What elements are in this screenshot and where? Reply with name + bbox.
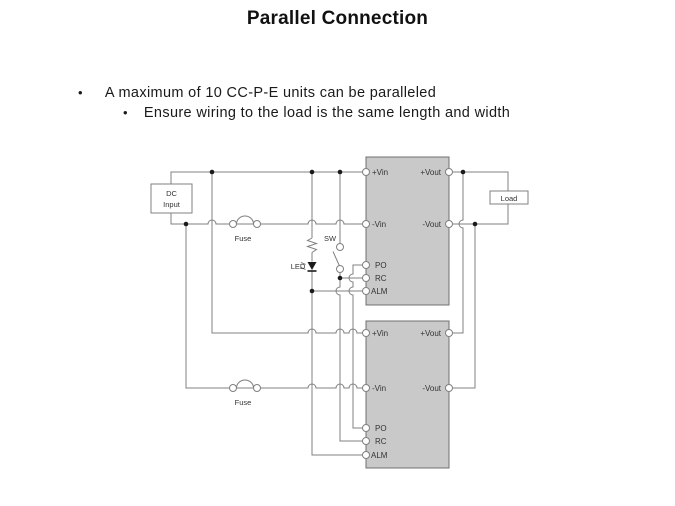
label-u1-pvout: +Vout (420, 168, 441, 177)
label-u2-alm: ALM (371, 451, 388, 460)
fuse1-right-contact (253, 220, 261, 228)
wire-nvout2-riser (452, 224, 476, 389)
led-symbol: LED (291, 237, 319, 272)
load-label: Load (501, 194, 518, 203)
wire-po-link (348, 264, 363, 429)
dc-input-label-line2: Input (163, 200, 181, 209)
label-u2-nvout: -Vout (422, 384, 441, 393)
psu-unit-2-body (365, 320, 450, 469)
terminal-u2-alm (362, 451, 370, 459)
dc-input-outline (150, 183, 193, 214)
label-u1-rc: RC (375, 274, 387, 283)
label-u1-po: PO (375, 261, 387, 270)
junction-dot (337, 169, 343, 175)
dc-input-box: DC Input (150, 183, 193, 214)
label-u2-pvout: +Vout (420, 329, 441, 338)
wire-positive-rail (170, 171, 363, 184)
terminal-u1-nvout (445, 220, 453, 228)
switch-symbol: SW (324, 234, 344, 273)
switch-label: SW (324, 234, 337, 243)
junction-dot (209, 169, 215, 175)
terminal-u1-rc (362, 274, 370, 282)
junction-dot (460, 169, 466, 175)
label-u2-nvin: -Vin (372, 384, 386, 393)
junction-dot (309, 169, 315, 175)
junction-dot (337, 275, 343, 281)
terminal-u1-po (362, 261, 370, 269)
psu-unit-1-body (365, 156, 450, 306)
psu-unit-1: +Vin +Vout -Vin -Vout PO RC ALM (362, 156, 453, 306)
fuse-symbol-2: Fuse (229, 379, 261, 407)
wire-sw-rc-branch (332, 172, 363, 442)
terminal-u1-pvout (445, 168, 453, 176)
label-u2-rc: RC (375, 437, 387, 446)
page-title: Parallel Connection (246, 8, 429, 29)
terminal-u2-rc (362, 437, 370, 445)
terminal-u1-nvin (362, 220, 370, 228)
led-light-rays-icon (300, 262, 306, 270)
terminal-u2-po (362, 424, 370, 432)
fuse2-arc (236, 379, 254, 389)
bullet-item-sub: • Ensure wiring to the load is the same l… (123, 105, 510, 121)
wire-vout2-riser (452, 172, 464, 334)
wire-load-to-nvout1 (452, 204, 509, 225)
led-triangle (307, 262, 317, 270)
label-u2-pvin: +Vin (372, 329, 388, 338)
bullet-sub-text: Ensure wiring to the load is the same le… (143, 105, 511, 121)
junction-dot (472, 221, 478, 227)
wire-vout1-to-load (452, 171, 509, 191)
label-u1-nvin: -Vin (372, 220, 386, 229)
switch-top-contact (336, 243, 344, 251)
label-u1-alm: ALM (371, 287, 388, 296)
fuse1-arc (236, 215, 254, 225)
terminal-u2-pvin (362, 329, 370, 337)
fuse-symbol-1: Fuse (229, 215, 261, 243)
fuse2-left-contact (229, 384, 237, 392)
fuse2-label: Fuse (235, 398, 252, 407)
resistor-symbol (305, 237, 319, 253)
fuse1-label: Fuse (235, 234, 252, 243)
wires (170, 171, 509, 456)
label-u1-nvout: -Vout (422, 220, 441, 229)
load-outline (489, 190, 529, 205)
terminal-u2-nvout (445, 384, 453, 392)
bullet-item-main: • A maximum of 10 CC-P-E units can be par… (78, 85, 436, 101)
fuse2-right-contact (253, 384, 261, 392)
load-box: Load (489, 190, 529, 205)
bullet-icon: • (78, 85, 83, 100)
junction-dots (183, 169, 478, 294)
bullet-main-text: A maximum of 10 CC-P-E units can be para… (104, 85, 437, 101)
junction-dot (309, 288, 315, 294)
fuse1-left-contact (229, 220, 237, 228)
terminal-u2-nvin (362, 384, 370, 392)
wire-negative-rail (170, 213, 363, 225)
bullet-icon: • (123, 105, 128, 120)
wire-led-alm-branch (311, 172, 363, 456)
switch-bottom-contact (336, 265, 344, 273)
dc-input-label-line1: DC (166, 189, 177, 198)
label-u2-po: PO (375, 424, 387, 433)
terminal-u1-alm (362, 287, 370, 295)
terminal-u2-pvout (445, 329, 453, 337)
terminal-u1-pvin (362, 168, 370, 176)
junction-dot (183, 221, 189, 227)
psu-unit-2: +Vin +Vout -Vin -Vout PO RC ALM (362, 320, 453, 469)
led-label: LED (291, 262, 306, 271)
label-u1-pvin: +Vin (372, 168, 388, 177)
